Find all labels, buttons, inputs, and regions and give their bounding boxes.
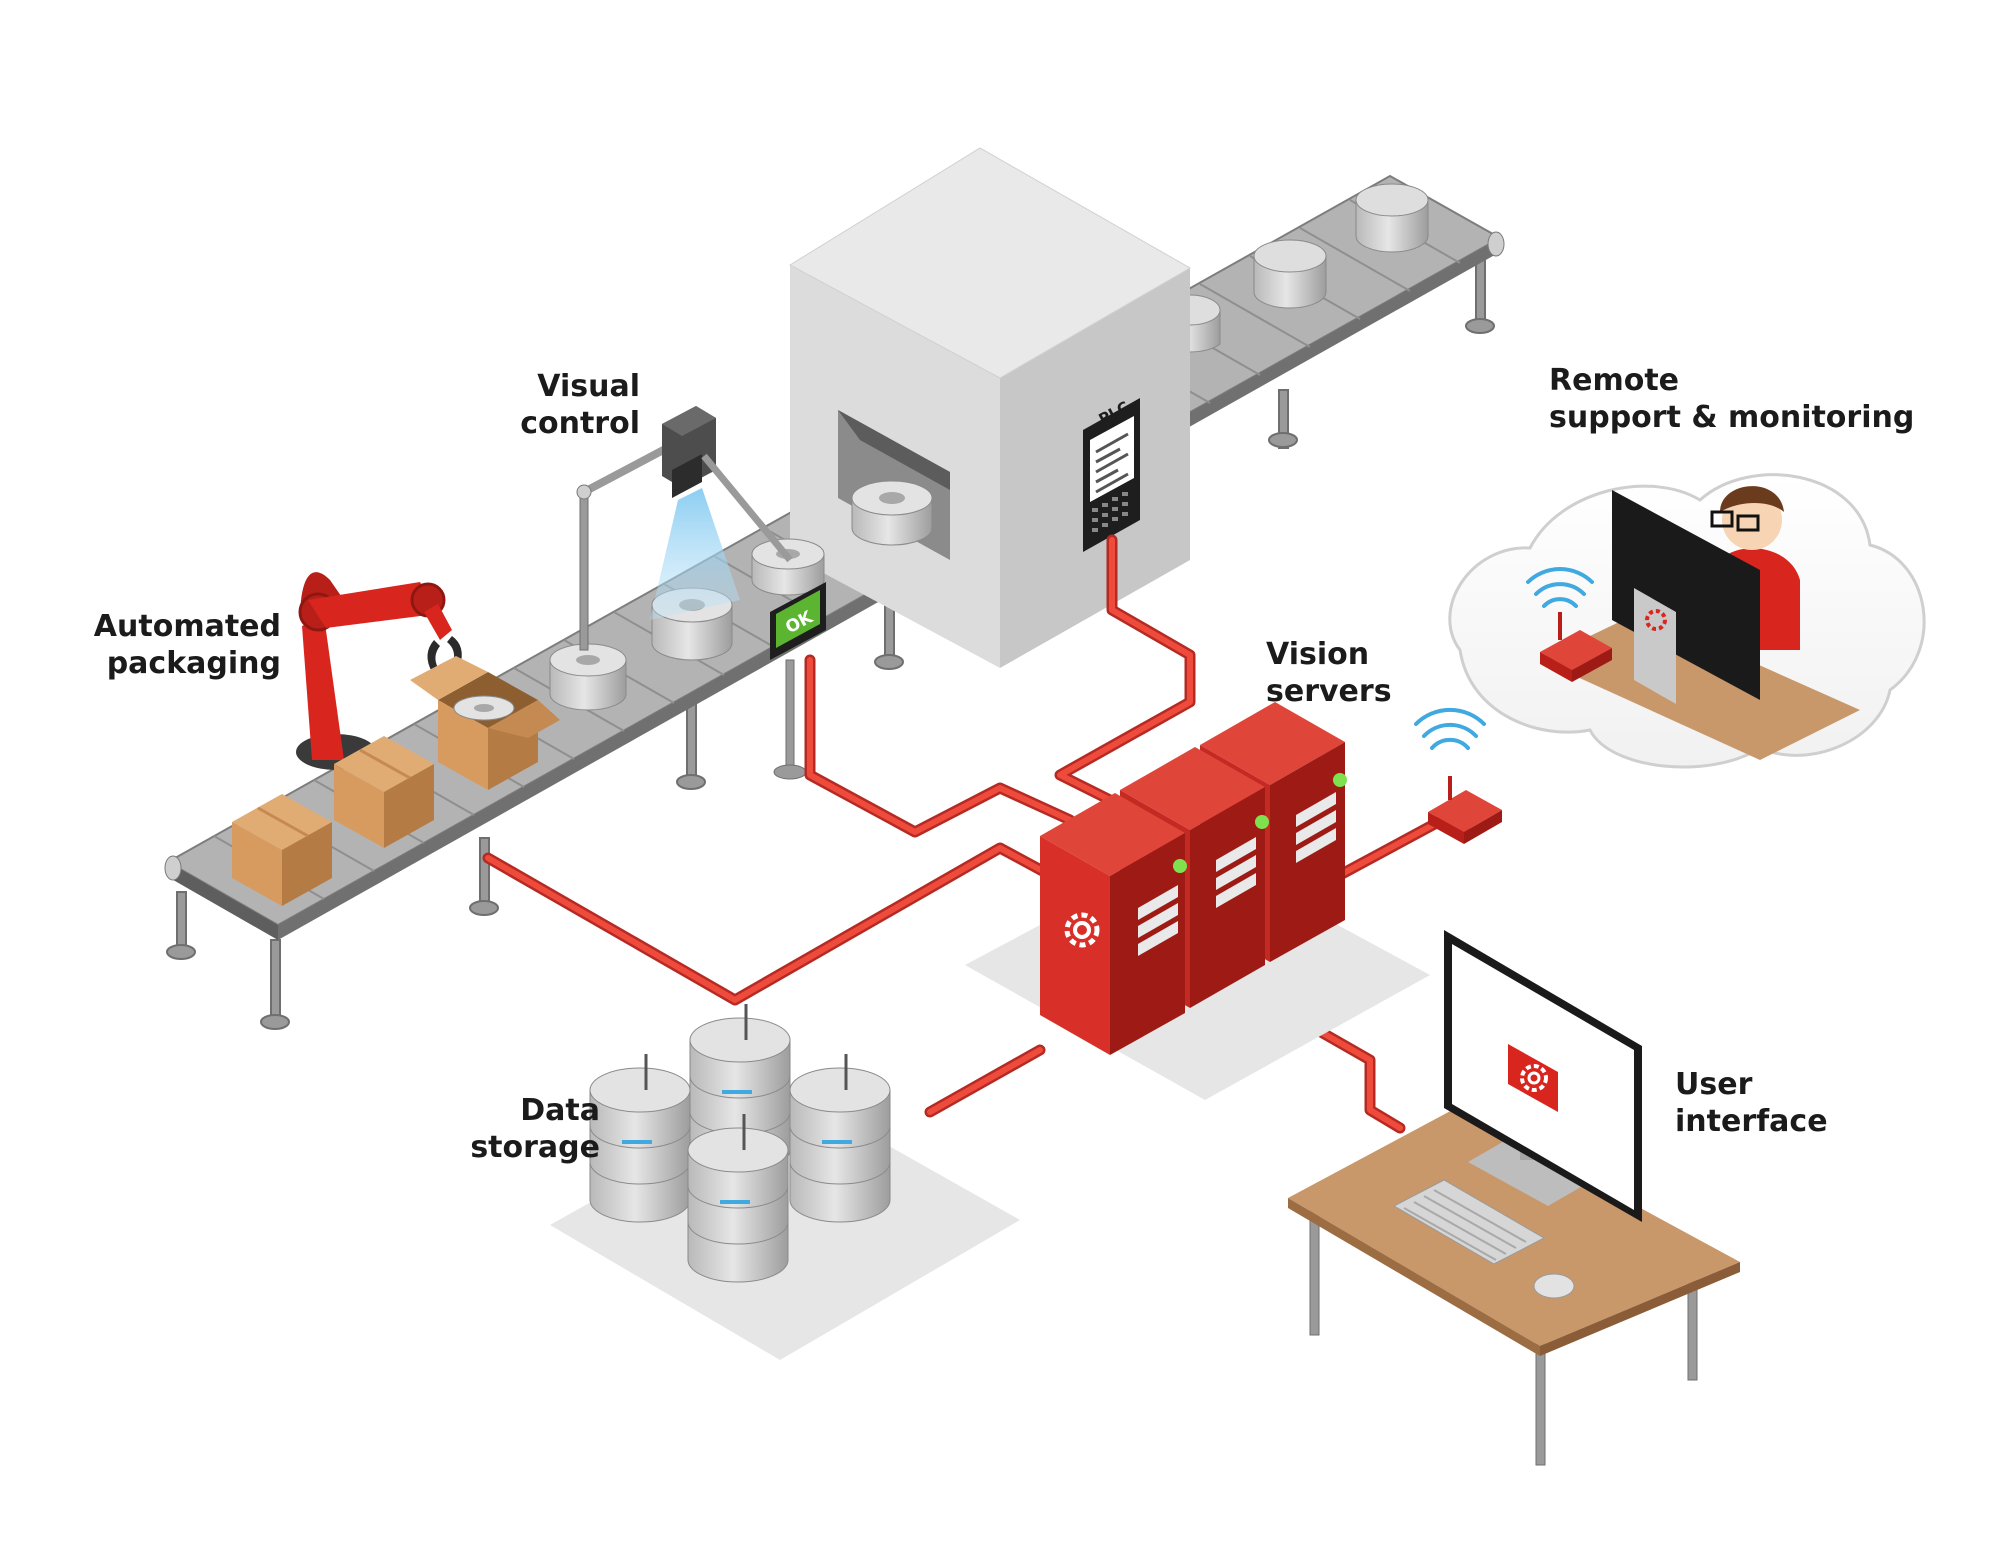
label-user-interface: User interface (1675, 1066, 1828, 1140)
label-line: storage (470, 1130, 600, 1165)
vision-servers (965, 702, 1430, 1100)
monitor (1444, 930, 1642, 1222)
camera-light-beam (650, 488, 740, 620)
status-led (1173, 859, 1187, 873)
closed-box (334, 736, 434, 848)
wifi-icon (1526, 567, 1594, 608)
label-line: interface (1675, 1104, 1828, 1139)
router (1414, 707, 1502, 844)
status-led (1255, 815, 1269, 829)
wifi-icon (1414, 707, 1486, 750)
gear-logo-icon (1645, 609, 1667, 631)
plc-panel: PLC (1083, 398, 1140, 552)
keyboard (1392, 1179, 1546, 1265)
label-line: support & monitoring (1549, 400, 1915, 435)
label-line: packaging (106, 646, 281, 681)
remote-support-cloud (1448, 473, 1926, 769)
label-data-storage: Data storage (430, 1092, 600, 1166)
plc-keypad (1092, 492, 1128, 532)
label-line: Data (520, 1093, 600, 1128)
label-automated-packaging: Automated packaging (66, 608, 281, 682)
label-line: User (1675, 1067, 1753, 1102)
conveyor-legs (166, 249, 1495, 1030)
mouse (1533, 1273, 1575, 1299)
database-cylinder (589, 1054, 691, 1223)
server-rack (1040, 793, 1187, 1055)
label-line: Visual (537, 369, 640, 404)
cardboard-boxes (232, 656, 560, 906)
label-line: servers (1266, 674, 1392, 709)
data-storage (550, 1004, 1020, 1360)
router (1526, 567, 1612, 682)
open-box (410, 656, 560, 790)
label-line: Vision (1266, 637, 1370, 672)
monitor (1612, 490, 1760, 704)
label-line: control (520, 406, 640, 441)
ring-part (751, 538, 825, 596)
raw-cylinder (1355, 183, 1429, 253)
ring-part (549, 643, 627, 711)
status-led (1333, 773, 1347, 787)
database-cylinder (789, 1054, 891, 1223)
label-remote-support: Remote support & monitoring (1549, 362, 1914, 436)
label-line: Remote (1549, 363, 1680, 398)
ring-part (851, 480, 933, 546)
gear-logo-icon (1064, 912, 1100, 948)
ok-indicator: OK (770, 582, 826, 780)
robot-arm (296, 572, 462, 770)
gear-logo-icon (1508, 1044, 1558, 1112)
label-visual-control: Visual control (500, 368, 640, 442)
label-vision-servers: Vision servers (1266, 636, 1392, 710)
visual-control-station: OK (576, 406, 826, 780)
label-line: Automated (93, 609, 281, 644)
processing-machine (788, 147, 1192, 668)
user-interface-workstation (1288, 930, 1740, 1466)
camera-icon (662, 406, 716, 498)
raw-cylinder (1253, 239, 1327, 309)
database-cylinder (687, 1114, 789, 1283)
closed-box (232, 794, 332, 906)
